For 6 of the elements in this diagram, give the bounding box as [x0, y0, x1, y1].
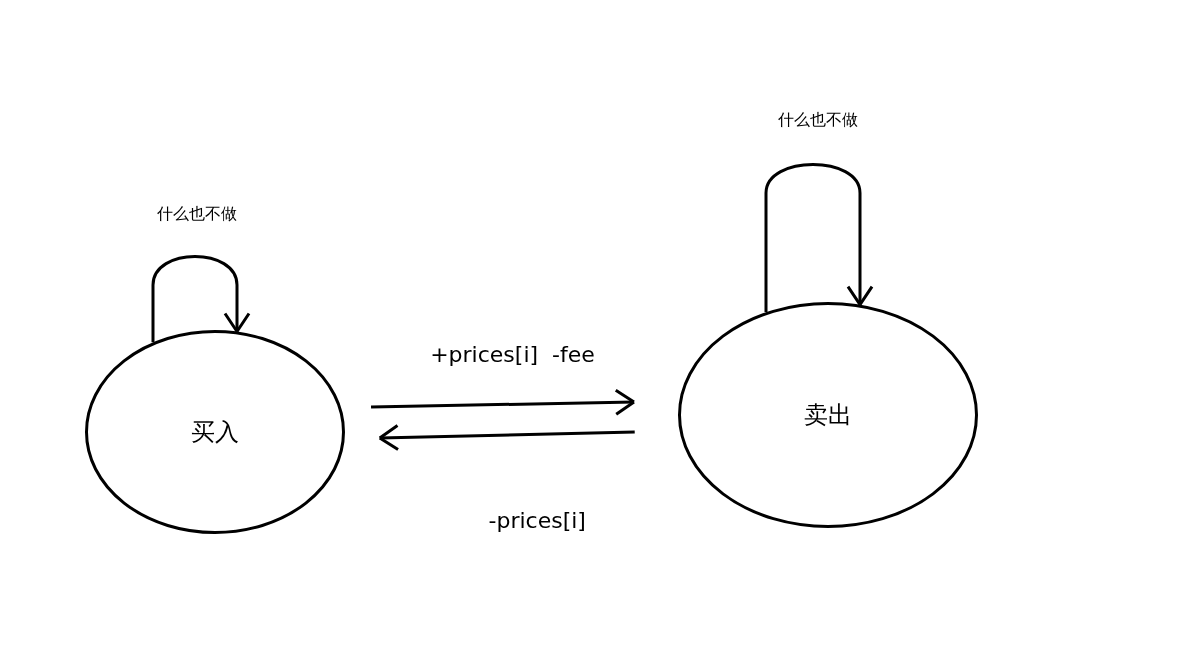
state-label: 买入 — [191, 417, 239, 448]
arrow — [371, 388, 636, 416]
arrow — [378, 424, 635, 452]
arrow — [151, 255, 251, 343]
arrow — [764, 163, 874, 313]
state-label: 卖出 — [804, 400, 852, 431]
